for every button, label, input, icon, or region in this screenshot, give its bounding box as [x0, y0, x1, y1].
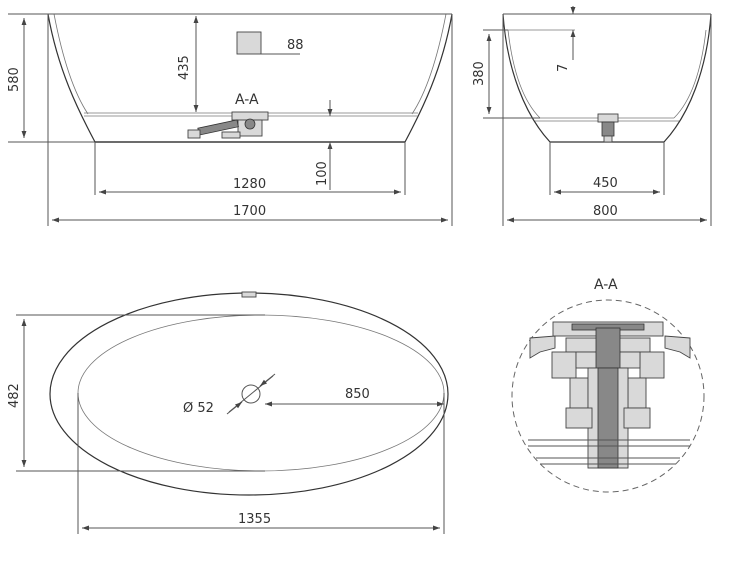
- front-drain-assembly: [187, 111, 269, 139]
- side-inner-depth-label: 380: [472, 61, 487, 86]
- base-width-label: 1280: [233, 177, 266, 192]
- overall-length-label: 1700: [233, 204, 266, 219]
- top-overflow-notch: [241, 291, 257, 298]
- top-view: Ø 52 850 482 1355: [7, 291, 449, 534]
- top-inner-basin: [77, 314, 445, 472]
- side-overall-width-label: 800: [593, 204, 618, 219]
- base-height-label: 100: [315, 161, 330, 186]
- front-view: 88 A-A 580 435 100 1280 1700: [7, 13, 453, 226]
- side-drain-assembly: [597, 113, 619, 143]
- top-outer-rim: [49, 292, 449, 496]
- section-detail-label: A-A: [594, 277, 618, 293]
- drain-position-label: 850: [345, 387, 370, 402]
- side-base-width-label: 450: [593, 176, 618, 191]
- section-detail: A-A: [511, 277, 705, 493]
- overall-height-label: 580: [7, 67, 22, 92]
- inner-depth-label: 435: [177, 55, 192, 80]
- drain-diameter-label: Ø 52: [183, 401, 214, 416]
- top-drain: [241, 384, 261, 404]
- front-section-label: A-A: [235, 92, 259, 108]
- side-view: 7 380 450 800: [472, 6, 712, 226]
- front-tub-inner-wall: [53, 13, 89, 115]
- section-detail-circle: [511, 299, 705, 493]
- overflow-fitting: [236, 31, 262, 55]
- overflow-width-label: 88: [287, 38, 304, 53]
- top-width-label: 482: [7, 383, 22, 408]
- rim-offset-label: 7: [556, 64, 571, 72]
- top-length-label: 1355: [238, 512, 271, 527]
